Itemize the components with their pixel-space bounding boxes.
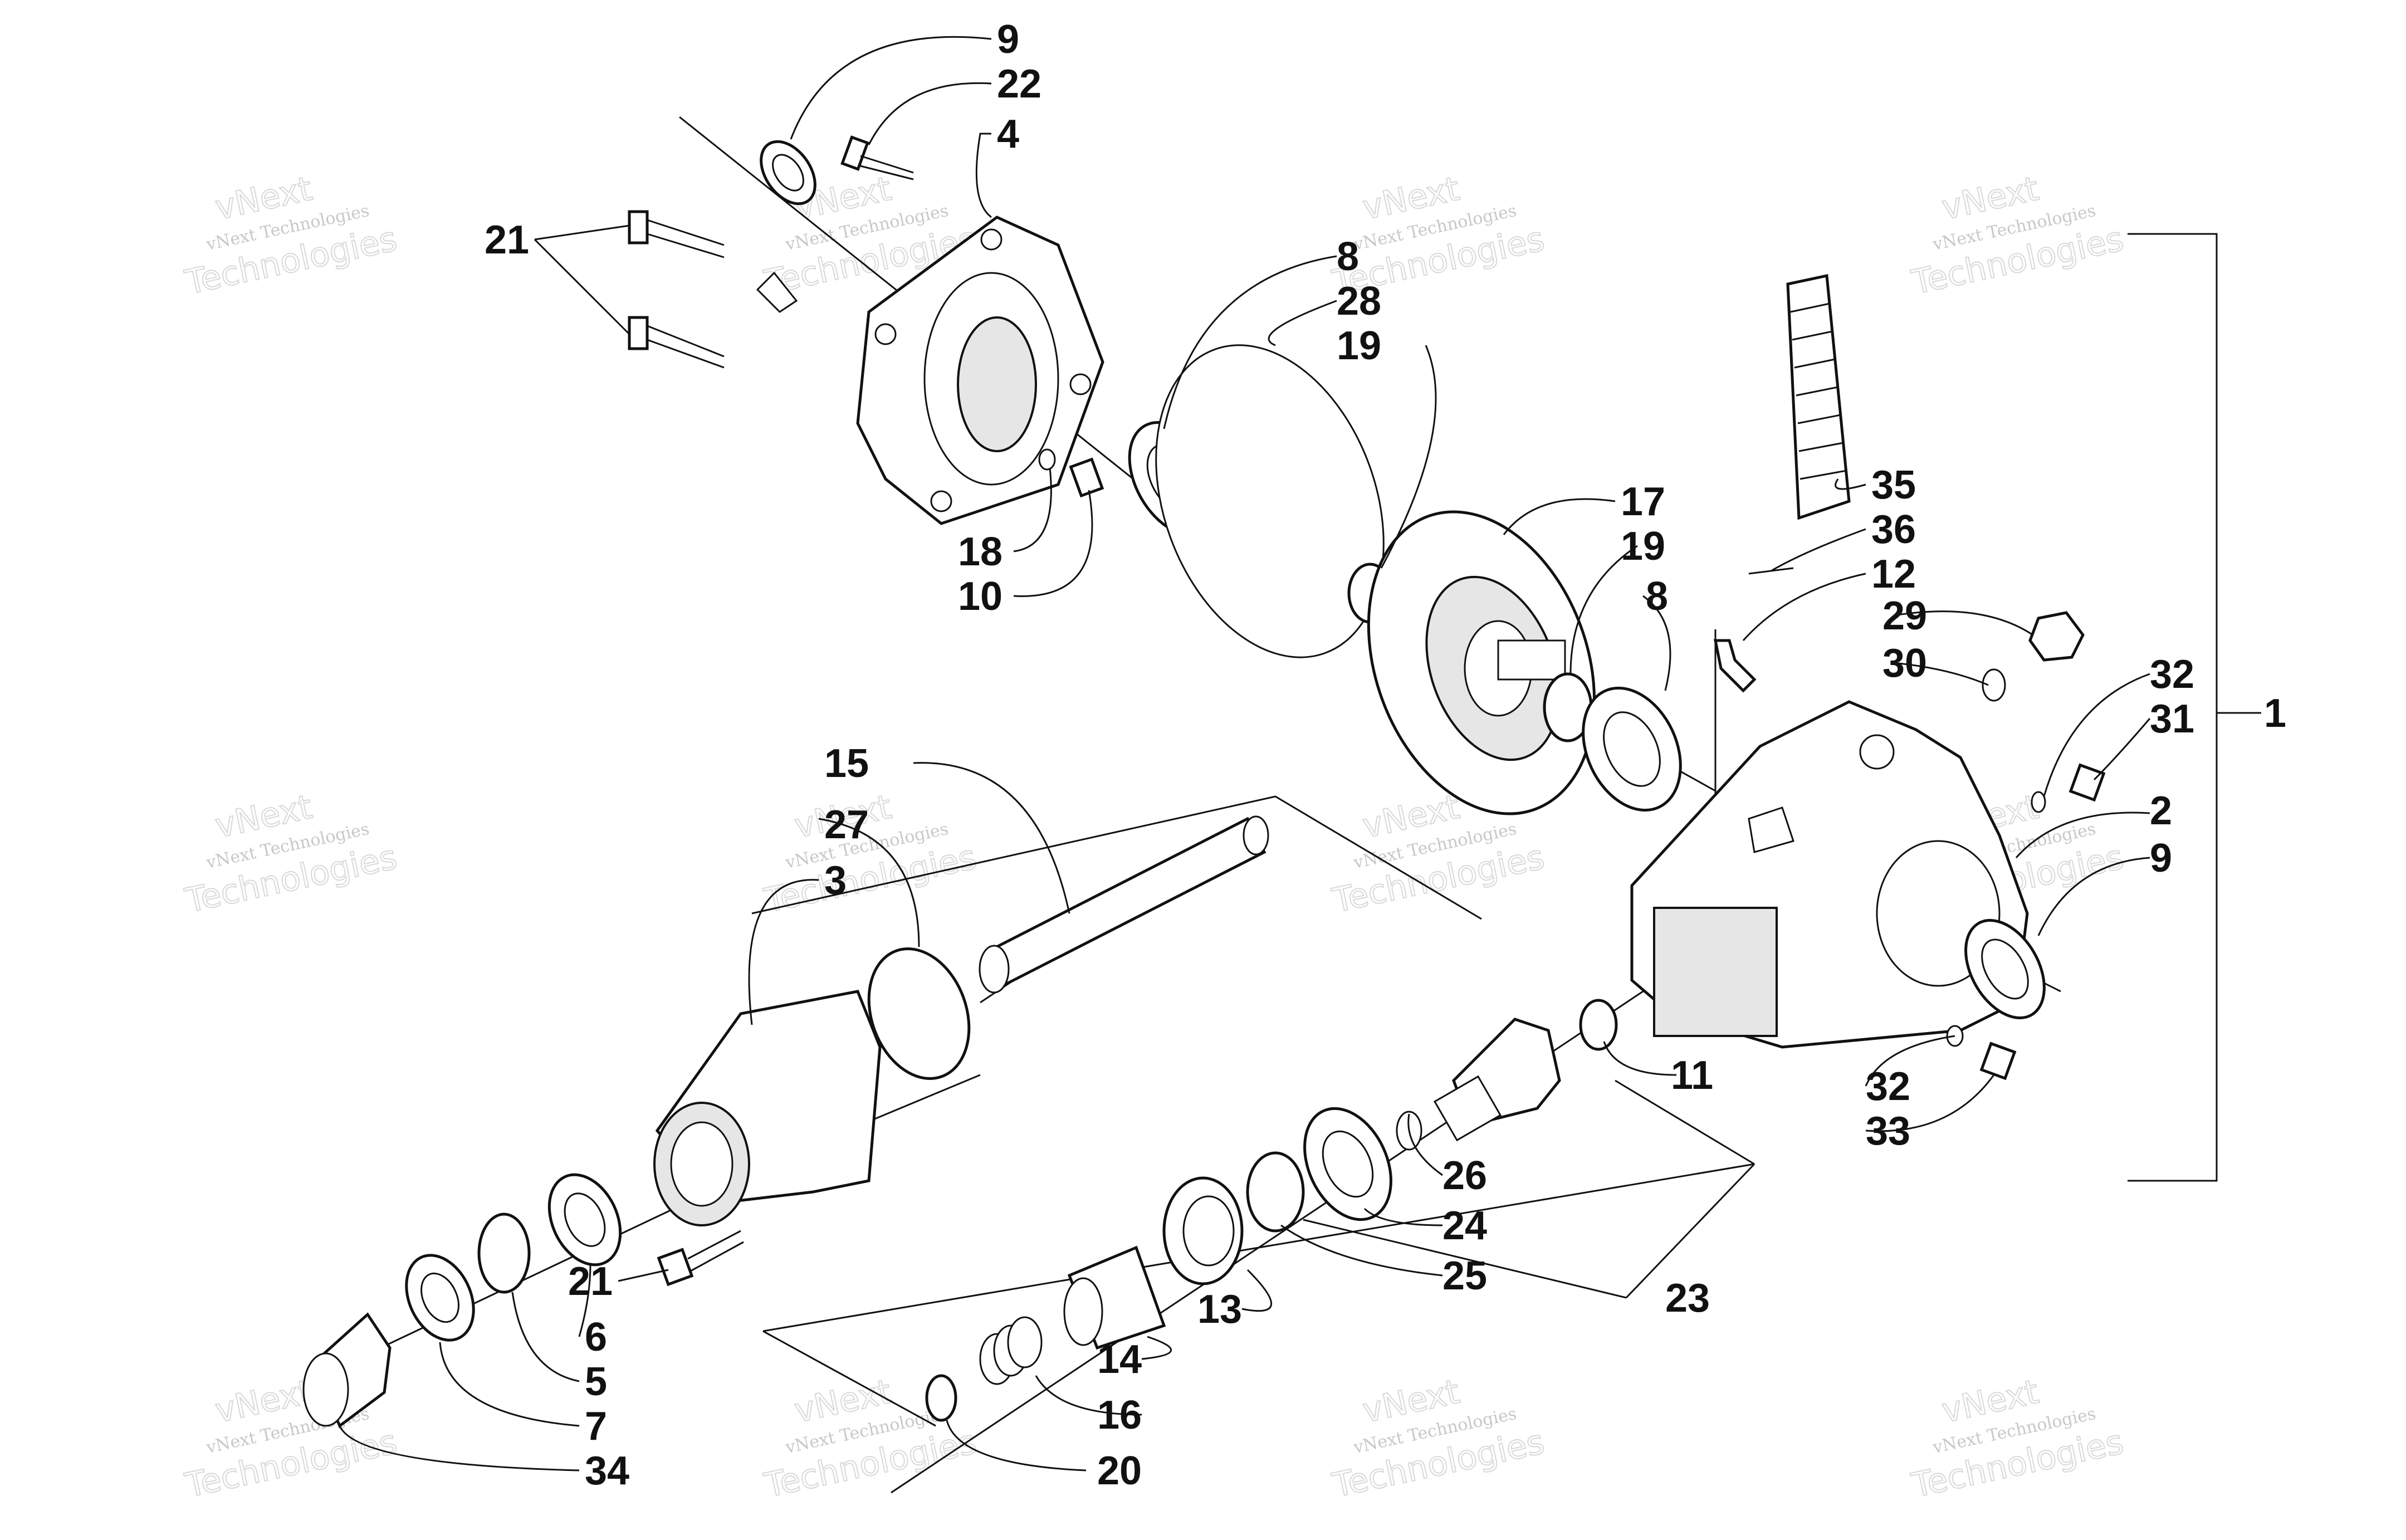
leader-lines [339, 36, 2151, 1471]
part-spacer-13 [1162, 1176, 1244, 1285]
parts [302, 135, 2106, 1428]
callout-31: 31 [2150, 697, 2194, 741]
part-bolt-33 [1979, 1042, 2017, 1081]
part-bearing-24 [1303, 1107, 1392, 1221]
callout-18: 18 [958, 530, 1002, 574]
callout-17: 17 [1621, 480, 1665, 524]
part-bearing-6 [547, 1173, 622, 1267]
part-bolt-31 [2068, 763, 2106, 802]
part-washer-32-top [2031, 791, 2046, 813]
part-bolt-21c [657, 1230, 744, 1287]
part-sleeve-14 [1063, 1245, 1166, 1350]
part-front-housing [653, 990, 882, 1226]
watermark: vNext vNext Technologies Technologies [1908, 1372, 2128, 1506]
part-circlip-5 [477, 1213, 531, 1294]
callout-22: 22 [997, 62, 1041, 106]
callout-19-top: 19 [1337, 324, 1381, 368]
callout-30: 30 [1882, 641, 1927, 686]
callouts: 1 2 3 4 5 6 7 8 8 9 9 9 10 11 12 13 14 1… [485, 17, 2286, 1493]
callout-27: 27 [824, 803, 869, 847]
callout-35: 35 [1871, 463, 1916, 507]
part-yoke-34 [302, 1312, 392, 1428]
part-pinion [1433, 1018, 1561, 1142]
callout-19-lower: 19 [1621, 524, 1665, 569]
part-boot-35 [1786, 273, 1851, 520]
callout-4: 4 [997, 112, 1019, 157]
part-seal-7 [405, 1254, 475, 1342]
part-main-housing [1630, 700, 2029, 1049]
part-race-25 [1246, 1151, 1305, 1233]
part-bearing-lower [1582, 686, 1682, 812]
callout-24: 24 [1442, 1204, 1487, 1248]
callout-11: 11 [1671, 1053, 1713, 1098]
callout-34: 34 [585, 1449, 629, 1493]
callout-14: 14 [1097, 1337, 1142, 1382]
callout-20: 20 [1097, 1449, 1142, 1493]
watermark: vNext vNext Technologies Technologies [1328, 1372, 1548, 1506]
part-circlip-20 [925, 1374, 957, 1422]
part-oring-28 [1155, 344, 1385, 658]
watermark: vNext vNext Technologies Technologies [181, 169, 401, 303]
part-bolt-21b [628, 316, 725, 369]
callout-8-lower: 8 [1646, 574, 1668, 619]
part-bushing-11 [1579, 999, 1618, 1051]
part-washer-30 [1982, 668, 2006, 702]
subassembly-outlines [751, 795, 1755, 1427]
callout-26: 26 [1442, 1153, 1487, 1198]
callout-21-lower: 21 [568, 1259, 613, 1304]
part-seal-right [1964, 918, 2046, 1020]
callout-1: 1 [2264, 691, 2286, 736]
part-ring-gear [1367, 510, 1596, 815]
callout-5: 5 [585, 1360, 607, 1404]
callout-13: 13 [1197, 1287, 1242, 1332]
part-bolt-21a [628, 210, 725, 258]
callout-25: 25 [1442, 1254, 1487, 1298]
callout-16: 16 [1097, 1393, 1142, 1438]
callout-32-bottom: 32 [1866, 1064, 1910, 1109]
part-plug-18-10 [1038, 448, 1104, 498]
part-bolt-29 [2028, 611, 2085, 662]
watermark: vNext vNext Technologies Technologies [1908, 169, 2128, 303]
part-spring-16 [979, 1316, 1043, 1385]
callout-29: 29 [1882, 594, 1927, 638]
callout-6: 6 [585, 1315, 607, 1360]
callout-28: 28 [1337, 279, 1381, 324]
part-bolt-22 [840, 135, 914, 180]
callout-9-right: 9 [2150, 836, 2172, 881]
part-shaft-15 [979, 815, 1269, 994]
watermark: vNext vNext Technologies Technologies [181, 787, 401, 921]
part-seal-top [760, 140, 816, 206]
callout-23: 23 [1665, 1276, 1710, 1321]
callout-10: 10 [958, 574, 1002, 619]
callout-21-top: 21 [485, 218, 529, 262]
assembly-bracket [2128, 233, 2261, 1182]
callout-3: 3 [824, 858, 847, 903]
callout-32-top: 32 [2150, 652, 2194, 697]
callout-2: 2 [2150, 789, 2172, 833]
callout-15: 15 [824, 741, 869, 786]
callout-33: 33 [1866, 1109, 1910, 1153]
callout-7: 7 [585, 1404, 607, 1449]
callout-9-top: 9 [997, 17, 1019, 62]
callout-36: 36 [1871, 507, 1916, 552]
callout-12: 12 [1871, 552, 1916, 597]
part-vent-12 [1713, 639, 1757, 693]
part-cover-housing [756, 216, 1104, 525]
callout-8-top: 8 [1337, 234, 1359, 279]
